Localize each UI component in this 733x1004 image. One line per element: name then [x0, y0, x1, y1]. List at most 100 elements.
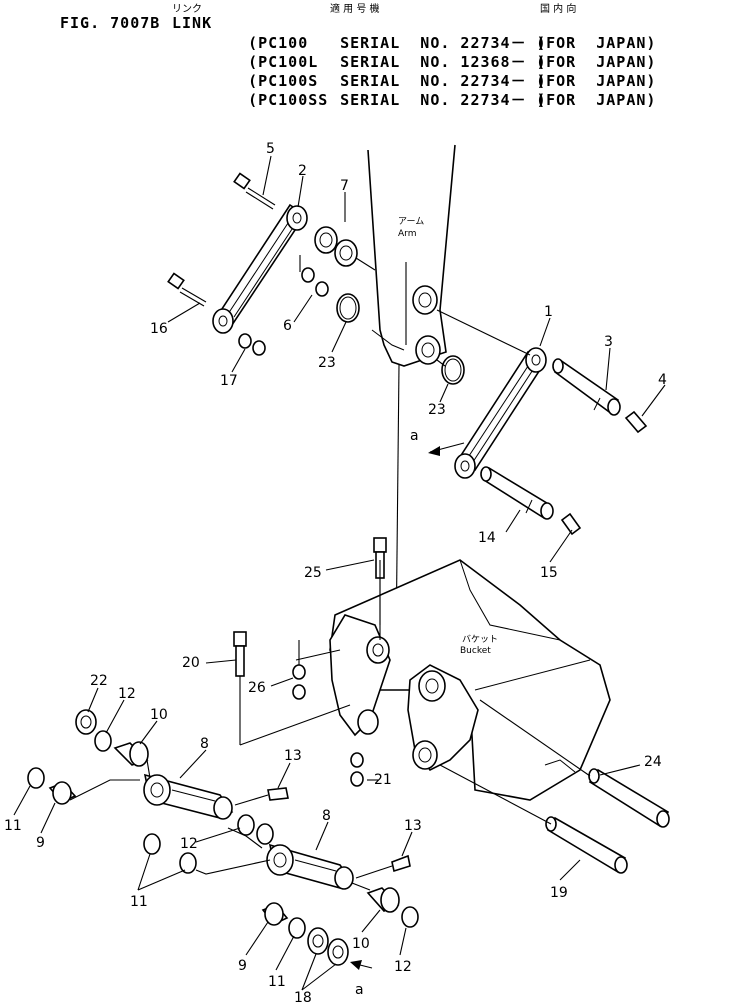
bushing-part-9-upper	[48, 781, 77, 805]
nuts-part-26	[292, 640, 306, 700]
bolt-part-20	[233, 631, 351, 746]
view-a-label-upper: a	[410, 428, 419, 444]
grease-fitting-part-15	[560, 512, 582, 536]
grease-fitting-part-13-lower	[391, 854, 411, 873]
callout-11-left: 11	[4, 818, 22, 834]
model-name: (PC100SS	[248, 91, 329, 109]
callout-17: 17	[220, 373, 238, 389]
callout-6: 6	[283, 318, 292, 334]
nuts-part-21	[350, 752, 364, 787]
callout-2: 2	[298, 163, 307, 179]
assembly-lines	[69, 255, 531, 891]
shim-part-22	[75, 709, 97, 735]
callout-7: 7	[340, 178, 349, 194]
model-name: (PC100S	[248, 72, 319, 90]
arm-pin-boss	[415, 335, 441, 365]
o-ring-part-23-right	[441, 355, 465, 385]
header-kanji-japan: 国 内 向	[540, 4, 577, 15]
bushing-part-12-d	[401, 906, 419, 928]
model-row-1: (PC100 SERIAL NO. 22734－ )(FOR JAPAN)	[228, 14, 656, 53]
callout-8-lower: 8	[322, 808, 331, 824]
arm: アーム Arm	[367, 144, 456, 651]
callout-4: 4	[658, 372, 667, 388]
callout-numbers: 5 2 7 1 3 4 6 23 23 16 17 14 15 25 20 26…	[4, 141, 667, 1004]
model-name: (PC100	[248, 34, 309, 52]
figure-number: FIG. 7007B	[60, 14, 161, 32]
callout-12-lower: 12	[394, 959, 412, 975]
callout-14: 14	[478, 530, 496, 546]
figure-name: LINK	[172, 14, 213, 32]
shims-part-7	[314, 226, 358, 267]
bushing-part-11-d	[288, 917, 306, 939]
view-arrow-a-lower: a	[350, 960, 373, 998]
callout-11-lower: 11	[268, 974, 286, 990]
callout-13-lower: 13	[404, 818, 422, 834]
callout-3: 3	[604, 334, 613, 350]
bushing-part-12-c	[256, 823, 274, 845]
bucket-label: Bucket	[460, 646, 491, 656]
pin-part-14	[480, 466, 554, 520]
model-name: (PC100L	[248, 53, 319, 71]
header-katakana: リンク	[172, 4, 202, 15]
callout-12-top: 12	[118, 686, 136, 702]
grease-fitting-part-4	[624, 410, 648, 434]
nuts-part-6	[301, 267, 329, 297]
bolt-part-16	[167, 272, 207, 307]
pin-part-24	[479, 699, 670, 828]
link-part-8-upper	[143, 773, 234, 820]
callout-26: 26	[248, 680, 266, 696]
bushing-part-12-b	[237, 814, 255, 836]
bushing-part-11-b	[143, 833, 161, 855]
grease-fitting-part-13-upper	[267, 787, 289, 801]
callout-23-left: 23	[318, 355, 336, 371]
callout-19: 19	[550, 885, 568, 901]
nuts-part-17	[238, 333, 266, 356]
callout-12-mid: 12	[180, 836, 198, 852]
bucket-label-jp: バケット	[462, 634, 498, 645]
callout-18: 18	[294, 990, 312, 1004]
callout-10-lower: 10	[352, 936, 370, 952]
serial-range: SERIAL NO. 22734－ )	[340, 72, 547, 90]
view-a-label-lower: a	[355, 982, 364, 998]
bushing-part-11-a	[27, 767, 45, 789]
bushing-part-12-a	[94, 730, 112, 752]
link-part-1	[454, 347, 547, 479]
callout-20: 20	[182, 655, 200, 671]
destination: (FOR JAPAN)	[536, 53, 657, 71]
callout-23-right: 23	[428, 402, 446, 418]
destination: (FOR JAPAN)	[536, 72, 657, 90]
view-arrow-a-upper: a	[410, 428, 465, 456]
callout-leaders	[13, 155, 666, 991]
callout-21: 21	[374, 772, 392, 788]
pin-part-19	[439, 764, 628, 874]
destination: (FOR JAPAN)	[536, 34, 657, 52]
pin-part-3	[552, 358, 621, 416]
arm-label-jp: アーム	[398, 216, 424, 227]
serial-range: SERIAL NO. 22734－ )	[340, 34, 547, 52]
o-ring-part-23-left	[336, 293, 360, 323]
callout-22: 22	[90, 673, 108, 689]
callout-16: 16	[150, 321, 168, 337]
callout-1: 1	[544, 304, 553, 320]
callout-5: 5	[266, 141, 275, 157]
header-kanji-model: 適 用 号 機	[330, 4, 380, 15]
bucket: バケット Bucket	[329, 559, 611, 801]
callout-24: 24	[644, 754, 662, 770]
model-row-4: (PC100SS SERIAL NO. 22734－ )(FOR JAPAN)	[228, 71, 656, 110]
bolt-part-5	[233, 172, 276, 210]
callout-8-top: 8	[200, 736, 209, 752]
arm-top-boss	[412, 285, 438, 315]
destination: (FOR JAPAN)	[536, 91, 657, 109]
callout-25: 25	[304, 565, 322, 581]
callout-10-top: 10	[150, 707, 168, 723]
arm-label: Arm	[398, 229, 416, 239]
link-part-8-lower	[266, 843, 354, 890]
bushing-part-10-lower	[366, 887, 400, 913]
bushing-part-10-upper	[113, 741, 149, 767]
bushing-part-11-c	[179, 852, 197, 874]
callout-15: 15	[540, 565, 558, 581]
callout-9-top: 9	[36, 835, 45, 851]
shims-part-18	[307, 927, 349, 966]
